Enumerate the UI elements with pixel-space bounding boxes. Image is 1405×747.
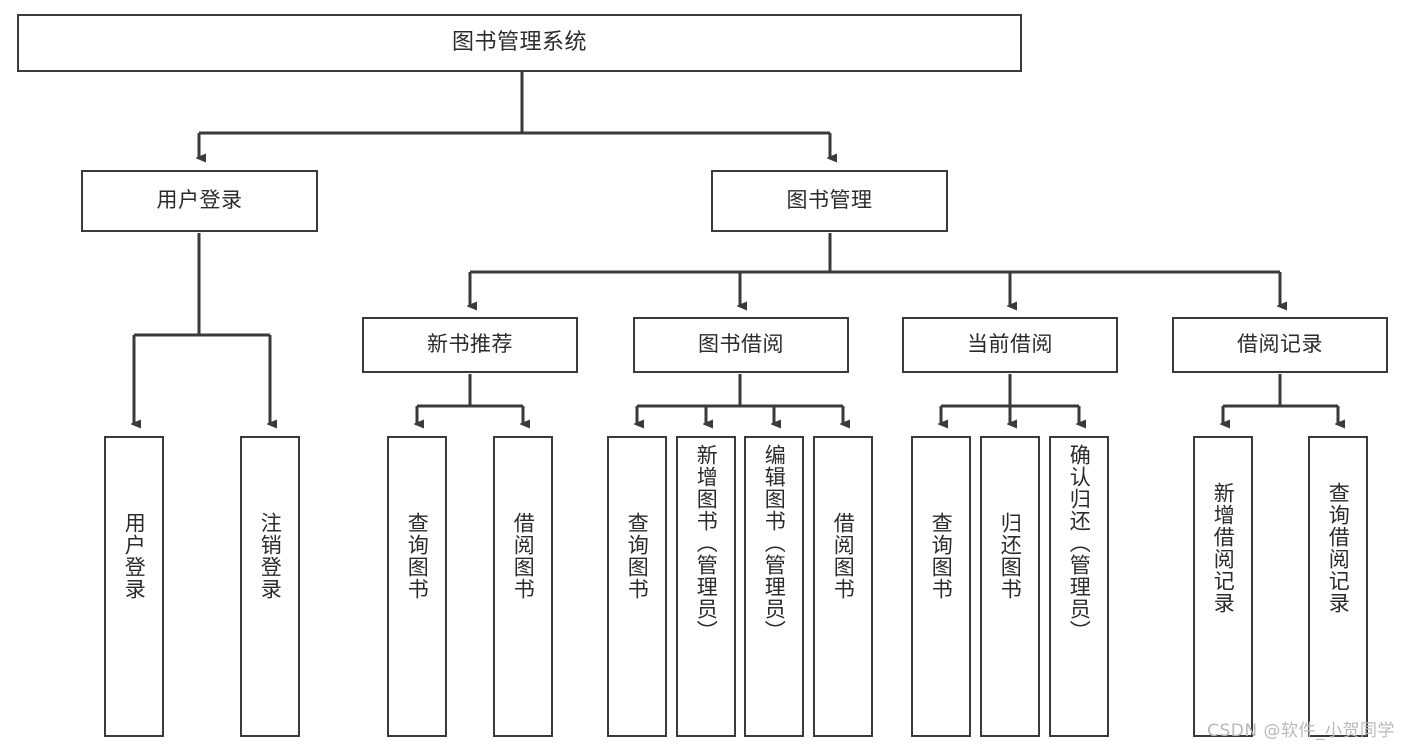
node-book-management[interactable]: 图书管理: [711, 170, 948, 232]
leaf-add-borrow-record[interactable]: 新增借阅记录: [1193, 436, 1253, 737]
leaf-query-books-recommend[interactable]: 查询图书: [387, 436, 447, 737]
leaf-logout[interactable]: 注销登录: [240, 436, 300, 737]
leaf-query-borrow-record[interactable]: 查询借阅记录: [1308, 436, 1368, 737]
leaf-borrow-book[interactable]: 借阅图书: [813, 436, 873, 737]
leaf-confirm-return-admin[interactable]: 确认归还（管理员）: [1049, 436, 1109, 737]
node-root-system[interactable]: 图书管理系统: [17, 14, 1022, 72]
leaf-return-book[interactable]: 归还图书: [980, 436, 1040, 737]
leaf-add-book-admin[interactable]: 新增图书（管理员）: [676, 436, 736, 737]
node-new-book-recommend[interactable]: 新书推荐: [362, 317, 578, 373]
leaf-edit-book-admin[interactable]: 编辑图书（管理员）: [744, 436, 804, 737]
node-current-borrow[interactable]: 当前借阅: [902, 317, 1118, 373]
leaf-borrow-books-recommend[interactable]: 借阅图书: [493, 436, 553, 737]
node-book-borrow[interactable]: 图书借阅: [633, 317, 849, 373]
leaf-query-books-current[interactable]: 查询图书: [911, 436, 971, 737]
csdn-watermark: CSDN @软件_小贺同学: [1207, 721, 1395, 741]
leaf-query-books-borrow[interactable]: 查询图书: [607, 436, 667, 737]
node-borrow-records[interactable]: 借阅记录: [1172, 317, 1388, 373]
leaf-user-login[interactable]: 用户登录: [104, 436, 164, 737]
node-user-login[interactable]: 用户登录: [81, 170, 318, 232]
